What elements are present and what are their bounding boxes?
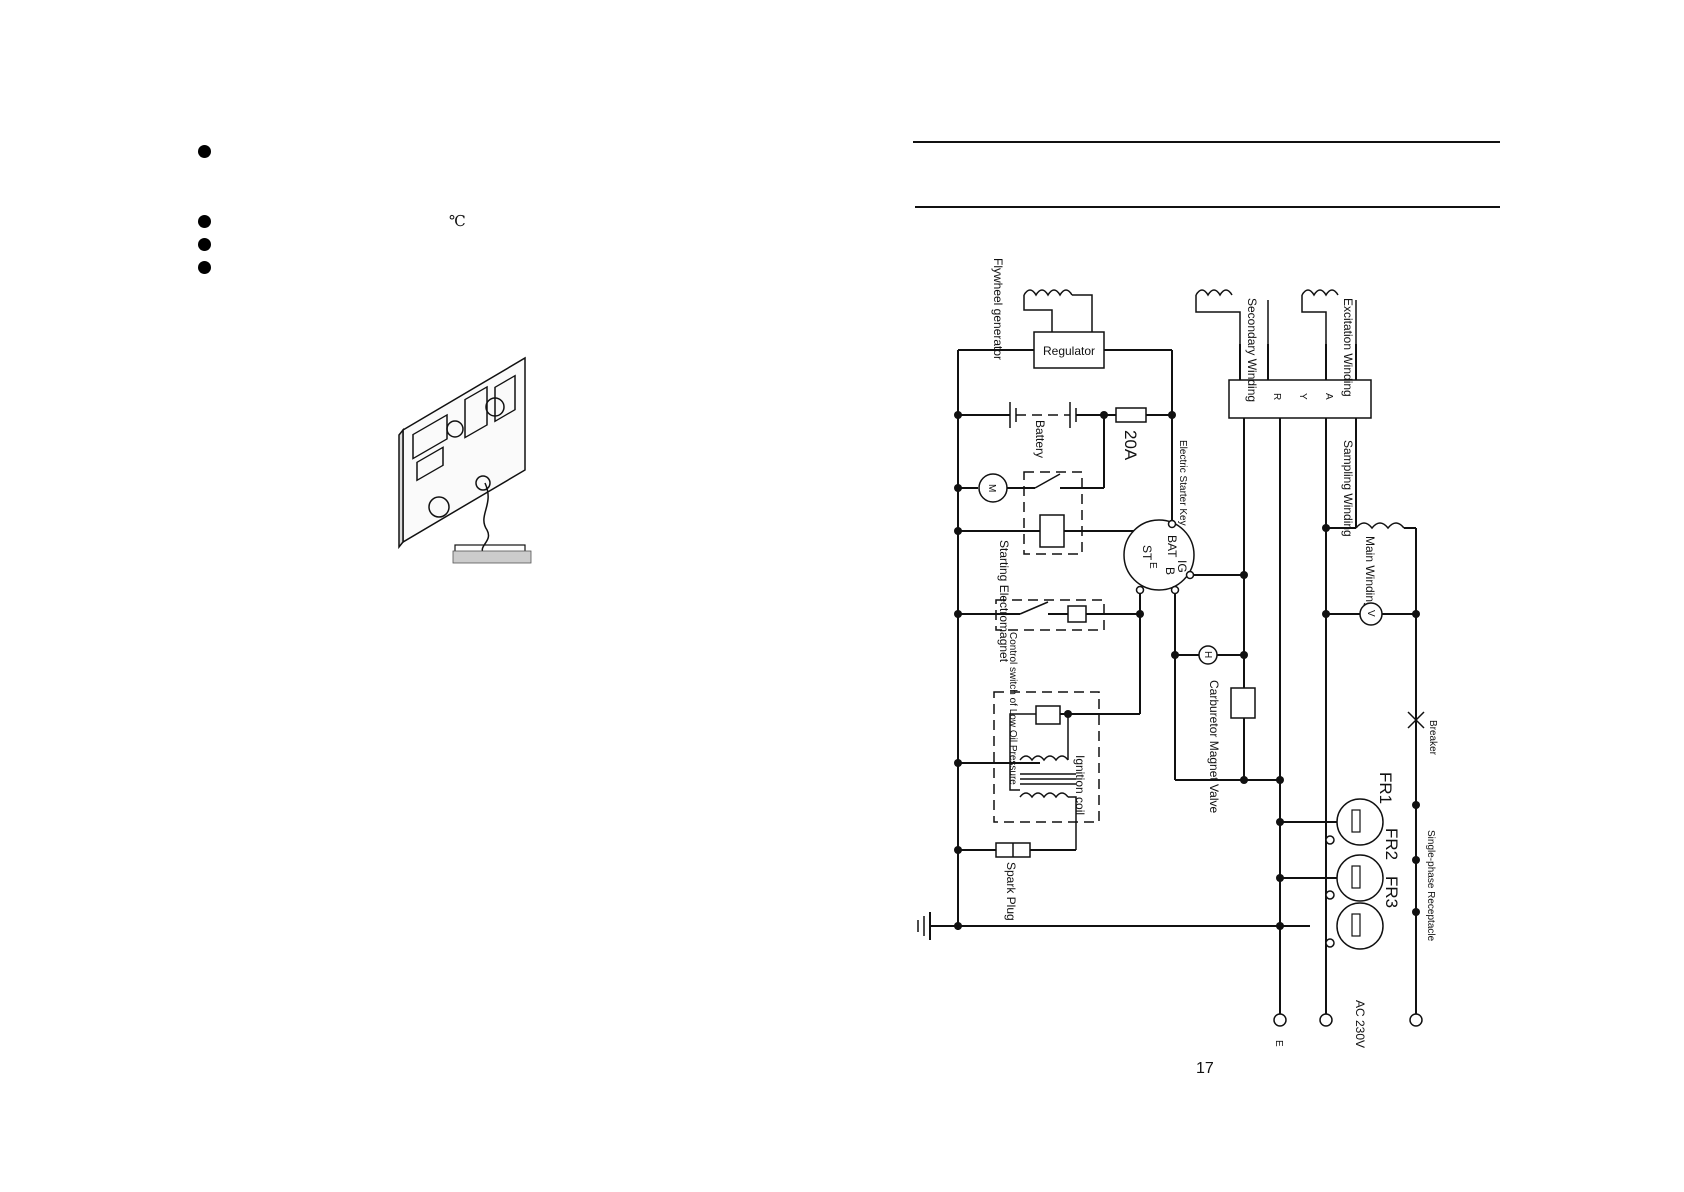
fuse [1115,407,1147,423]
avr-terminal-r: R [1271,393,1282,400]
fr2-label: FR2 [1382,828,1401,860]
fr1-label: FR1 [1376,772,1395,804]
fr3-label: FR3 [1382,876,1401,908]
single-phase-receptacle-label: Single-phase Receptacle [1425,830,1436,942]
control-switch-label: Control switch of Low Oil Pressure [1007,632,1018,785]
main-winding-label: Main Winding [1363,536,1377,609]
starting-electromagnet-coil [1039,514,1065,548]
motor-symbol: M [986,484,997,492]
ac-output-label: AC 230V [1353,1000,1367,1048]
key-terminal-bat: BAT [1165,535,1179,558]
key-terminal-st: ST [1140,545,1154,561]
regulator-box [1033,331,1105,369]
fuse-label: 20A [1121,430,1140,461]
sampling-winding-label: Sampling Winding [1341,440,1355,537]
ground-wire [481,482,490,554]
flywheel-generator-label: Flywheel generator [991,258,1005,360]
spark-plug-label: Spark Plug [1004,862,1018,921]
bullet-4 [198,261,211,274]
key-terminal-e: E [1147,562,1158,569]
earth-terminal-label: E [1273,1040,1284,1047]
ignition-module [1035,705,1061,725]
celsius-symbol: ℃ [449,212,466,230]
key-terminal-b: B [1163,567,1177,575]
bullet-1 [198,145,211,158]
hour-meter-symbol: H [1202,651,1213,658]
grounding-illustration [398,356,532,564]
page-number: 17 [1196,1060,1214,1077]
low-oil-coil [1067,605,1087,623]
battery-label: Battery [1033,420,1047,458]
electric-starter-key [1123,519,1195,591]
ignition-coil-label: Ignition coil [1073,755,1087,815]
avr-terminal-a: A [1323,393,1334,400]
key-terminal-ig: IG [1175,560,1189,573]
secondary-winding-label: Secondary Winding [1245,298,1259,402]
breaker-label: Breaker [1427,720,1438,756]
bullet-3 [198,238,211,251]
terminal-ac-1 [1319,1013,1333,1027]
carburetor-valve-label: Carburetor Magnet Valve [1207,680,1221,814]
control-panel [398,356,526,550]
avr-module [1228,379,1372,419]
terminal-ac-2 [1409,1013,1423,1027]
ground-earth [452,550,532,564]
wiring-diagram: Regulator Flywheel generator Battery 20A… [917,258,1438,1048]
regulator-label: Regulator [1043,344,1095,358]
bullet-2 [198,215,211,228]
junction-dots [954,411,1420,930]
terminal-e [1273,1013,1287,1027]
excitation-winding-label: Excitation Winding [1341,298,1355,397]
carburetor-valve [1230,687,1256,719]
header-rule-top [913,141,1500,143]
electric-starter-key-label: Electric Starter Key [1177,440,1188,526]
starting-electromagnet-label: Starting Electromagnet [997,540,1011,663]
header-rule-bottom [915,206,1500,208]
avr-terminal-y: Y [1297,393,1308,400]
voltmeter-symbol: V [1365,610,1376,617]
